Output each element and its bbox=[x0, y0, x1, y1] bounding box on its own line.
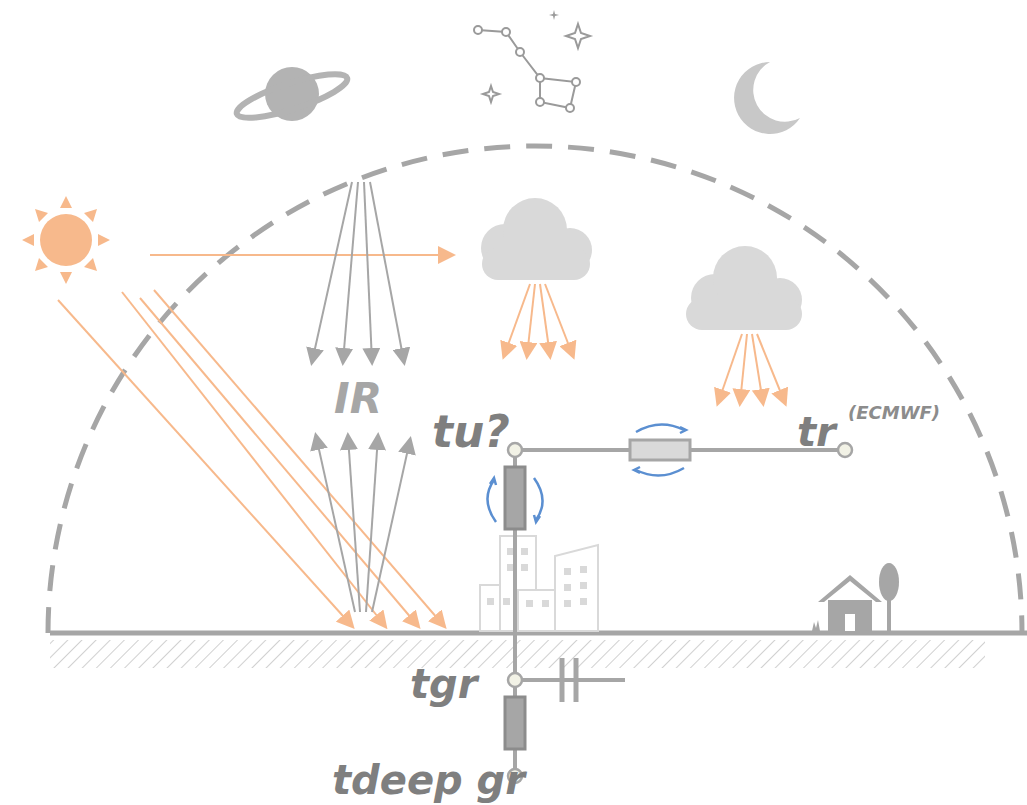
source-note: (ECMWF) bbox=[848, 404, 940, 422]
temperature-label: tdeep gr bbox=[332, 760, 525, 800]
temperature-label: tgr bbox=[410, 664, 477, 704]
temperature-label: tu? bbox=[432, 410, 510, 454]
radiation-label: IR bbox=[334, 378, 382, 420]
temperature-label: tr bbox=[797, 412, 836, 452]
